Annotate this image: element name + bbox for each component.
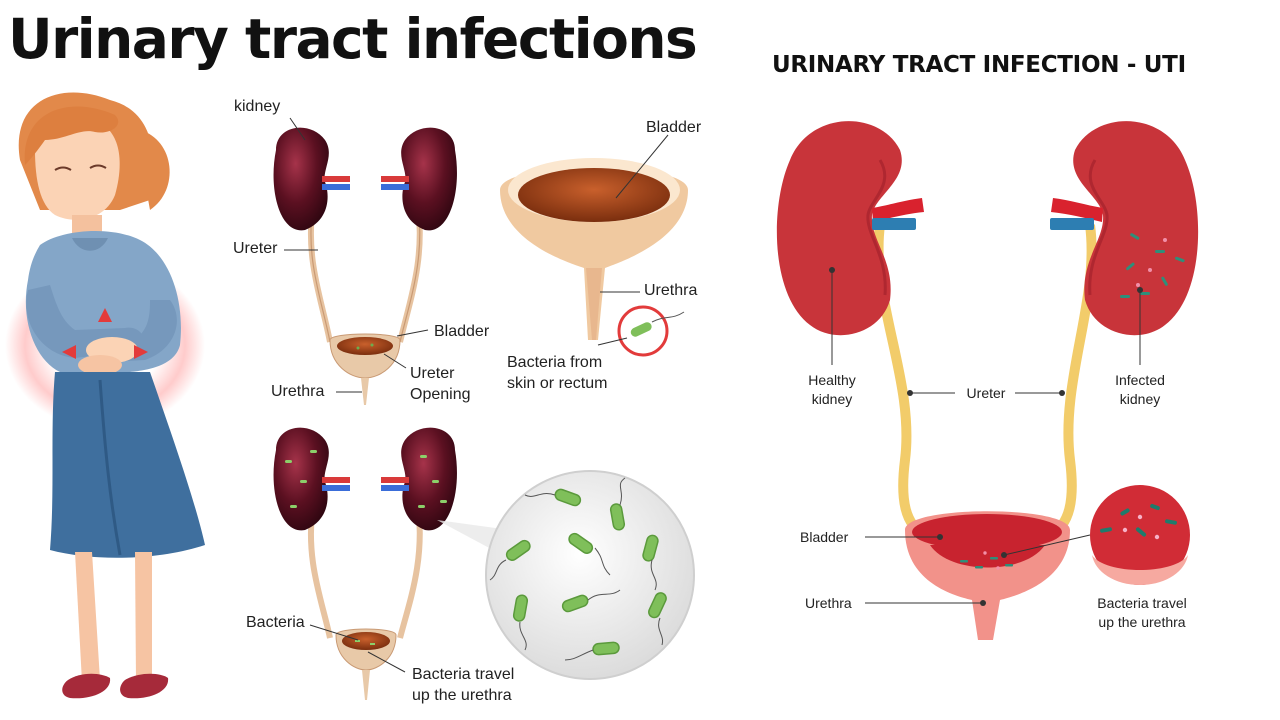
woman-illustration — [5, 92, 205, 699]
infected-kidney-right — [401, 427, 457, 531]
label-infected-kidney: Infected kidney — [1115, 372, 1165, 407]
label-bacteria: Bacteria — [246, 614, 305, 631]
bacteria-magnified-circle — [485, 470, 695, 680]
label-bacteria-source: Bacteria from skin or rectum — [507, 354, 608, 392]
label-uti-urethra: Urethra — [805, 595, 852, 611]
healthy-kidney — [776, 121, 902, 336]
bottom-urinary-diagram — [273, 427, 695, 700]
label-bacteria-travel: Bacteria travel up the urethra — [412, 666, 515, 704]
bacteria-group — [505, 488, 667, 656]
uti-diagram — [776, 121, 1199, 640]
label-ureter: Ureter — [233, 240, 278, 257]
label-uti-ureter: Ureter — [966, 385, 1006, 401]
label-healthy-kidney: Healthy kidney — [808, 372, 856, 407]
label-uti-bladder: Bladder — [800, 529, 849, 545]
kidney-left — [273, 127, 329, 231]
page-title: Urinary tract infections — [8, 7, 698, 71]
uti-diagram-title: URINARY TRACT INFECTION - UTI — [772, 52, 1186, 78]
label-kidney: kidney — [234, 98, 281, 115]
label-uti-bacteria-travel: Bacteria travel up the urethra — [1097, 595, 1187, 630]
label-urethra: Urethra — [271, 383, 325, 400]
label-bladder: Bladder — [434, 323, 490, 340]
top-urinary-diagram — [273, 117, 457, 405]
kidney-right — [401, 127, 457, 231]
label-closeup-bladder: Bladder — [646, 119, 702, 136]
infected-kidney-left — [273, 427, 329, 531]
uti-magnified-circle — [1090, 485, 1190, 585]
label-ureter-opening: Ureter Opening — [410, 365, 471, 403]
label-closeup-urethra: Urethra — [644, 282, 698, 299]
infected-kidney — [1073, 121, 1199, 336]
bladder-closeup — [500, 134, 688, 357]
